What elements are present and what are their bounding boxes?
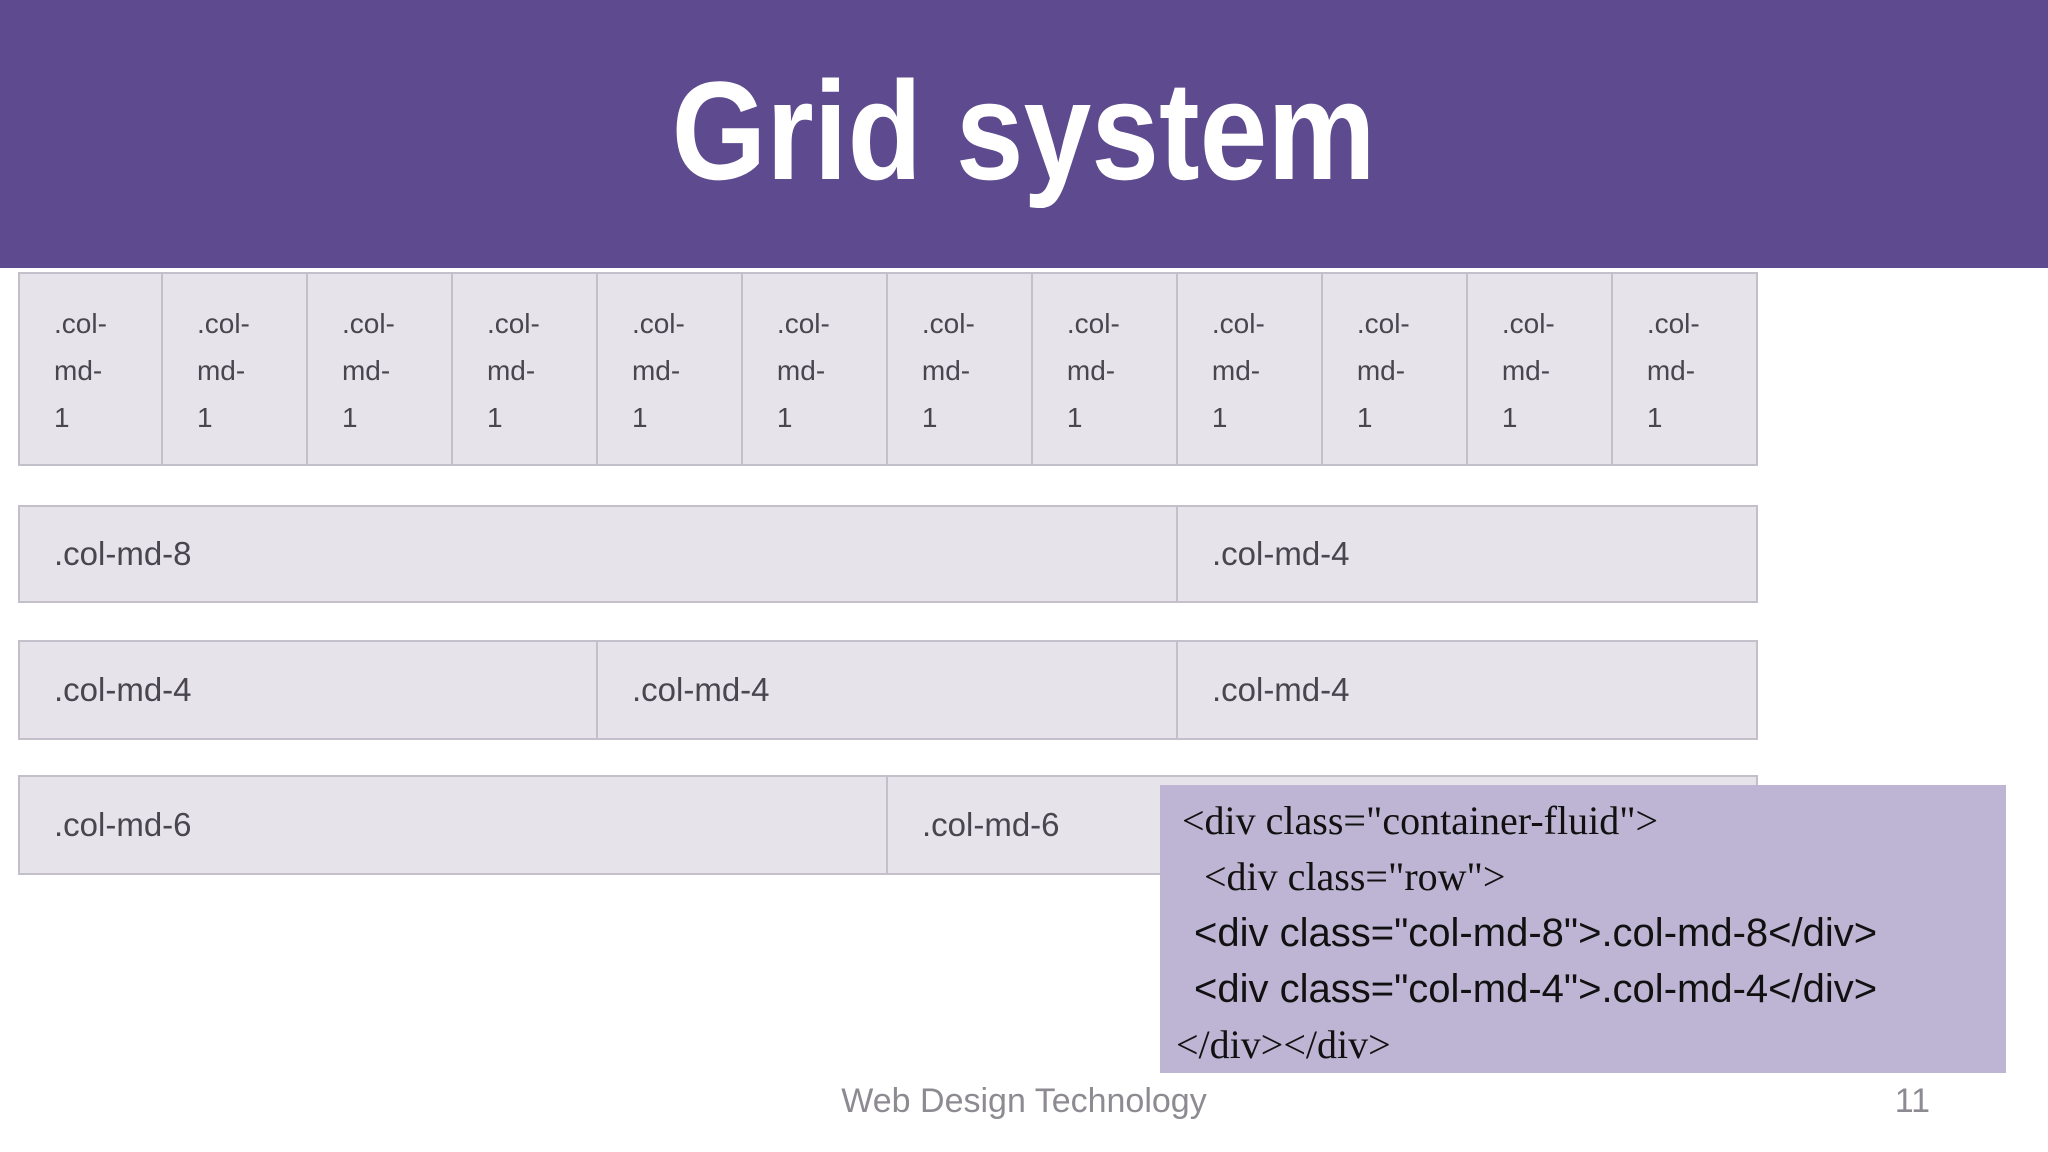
grid-cell: .col- md- 1: [1322, 272, 1468, 466]
code-line: <div class="col-md-4">.col-md-4</div>: [1194, 967, 1878, 1011]
grid-cell: .col-md-4: [597, 640, 1178, 740]
grid-cell: .col- md- 1: [1467, 272, 1613, 466]
grid-cell: .col- md- 1: [18, 272, 163, 466]
grid-cell: .col-md-4: [1177, 505, 1758, 603]
grid-cell: .col-md-4: [18, 640, 598, 740]
grid-cell: .col-md-4: [1177, 640, 1758, 740]
grid-row-2: .col-md-8.col-md-4: [18, 505, 1758, 603]
grid-cell: .col- md- 1: [1177, 272, 1323, 466]
grid-cell: .col- md- 1: [887, 272, 1033, 466]
code-line: <div class="col-md-8">.col-md-8</div>: [1194, 911, 1878, 955]
grid-cell: .col- md- 1: [1032, 272, 1178, 466]
grid-cell: .col-md-8: [18, 505, 1178, 603]
grid-row-3: .col-md-4.col-md-4.col-md-4: [18, 640, 1758, 740]
grid-cell: .col- md- 1: [452, 272, 598, 466]
grid-cell: .col-md-6: [18, 775, 888, 875]
slide-title: Grid system: [671, 52, 1377, 209]
grid-cell: .col- md- 1: [1612, 272, 1758, 466]
grid-cell: .col- md- 1: [162, 272, 308, 466]
page-number: 11: [1894, 1082, 1930, 1120]
title-banner: Grid system: [0, 0, 2048, 268]
code-line: <div class="row">: [1204, 854, 1506, 899]
code-line: </div></div>: [1176, 1022, 1391, 1067]
grid-cell: .col- md- 1: [307, 272, 453, 466]
grid-cell: .col- md- 1: [742, 272, 888, 466]
code-line: <div class="container-fluid">: [1182, 798, 1659, 843]
grid-row-1: .col- md- 1.col- md- 1.col- md- 1.col- m…: [18, 272, 1758, 466]
footer-course-title: Web Design Technology: [841, 1082, 1207, 1120]
code-snippet-box: <div class="container-fluid"> <div class=…: [1160, 785, 2006, 1073]
grid-cell: .col- md- 1: [597, 272, 743, 466]
